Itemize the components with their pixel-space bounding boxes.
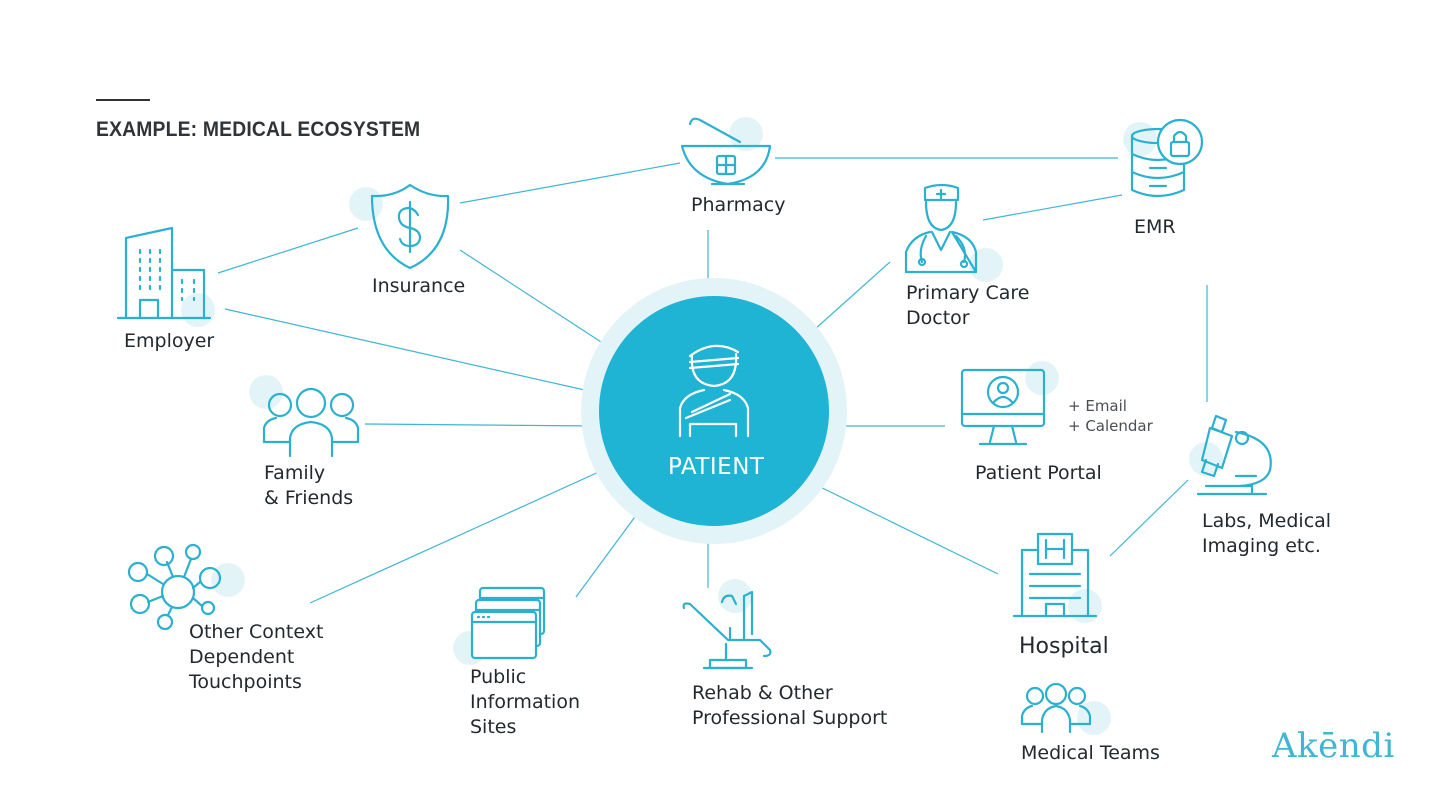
labs-imaging-label: Labs, Medical Imaging etc.	[1202, 510, 1332, 557]
line-family-patient	[364, 423, 599, 427]
employer-label: Employer	[124, 330, 215, 352]
line-doctor-emr	[982, 194, 1123, 221]
monitor-user-icon	[960, 368, 1046, 446]
connectors	[217, 157, 1208, 604]
other-touchpoints-label: Other Context Dependent Touchpoints	[189, 621, 324, 693]
injured-patient-icon	[678, 344, 750, 438]
patient-hub	[599, 296, 829, 526]
line-doctor-patient	[804, 261, 891, 339]
line-hospital-patient	[807, 480, 999, 575]
mortar-pestle-icon	[680, 117, 772, 186]
network-icon	[127, 543, 222, 631]
line-employer-insurance	[217, 227, 359, 274]
browser-windows-icon	[470, 586, 546, 660]
rehab-support-label: Rehab & Other Professional Support	[692, 682, 888, 729]
database-lock-icon	[1130, 118, 1204, 198]
line-public-patient	[575, 509, 641, 598]
patient-hub-label: PATIENT	[668, 454, 765, 480]
line-insurance-patient	[459, 249, 619, 354]
dental-chair-icon	[682, 590, 772, 670]
hospital-label: Hospital	[1019, 634, 1109, 659]
page-title: EXAMPLE: MEDICAL ECOSYSTEM	[96, 118, 421, 141]
emr-label: EMR	[1134, 216, 1176, 238]
line-hospital-labs	[1109, 479, 1189, 557]
people-group-icon	[1020, 682, 1092, 734]
line-other-patient	[309, 465, 613, 604]
pharmacy-label: Pharmacy	[691, 194, 786, 216]
public-info-sites-label: Public Information Sites	[470, 666, 580, 738]
doctor-icon	[904, 183, 978, 274]
medical-teams-label: Medical Teams	[1021, 742, 1160, 764]
portal-extras-label: + Email + Calendar	[1068, 397, 1153, 435]
primary-care-doctor-label: Primary Care Doctor	[906, 282, 1030, 329]
akendi-logo: Akēndi	[1272, 726, 1395, 766]
microscope-icon	[1196, 414, 1272, 496]
insurance-label: Insurance	[372, 275, 466, 297]
line-insurance-pharmacy	[459, 162, 681, 204]
shield-dollar-icon	[370, 183, 450, 270]
line-employer-patient	[224, 308, 599, 394]
patient-portal-label: Patient Portal	[975, 462, 1102, 484]
people-group-icon	[262, 387, 360, 458]
family-friends-label: Family & Friends	[264, 462, 354, 509]
title-rule	[96, 99, 150, 101]
hospital-icon	[1012, 532, 1098, 618]
building-icon	[116, 226, 212, 320]
